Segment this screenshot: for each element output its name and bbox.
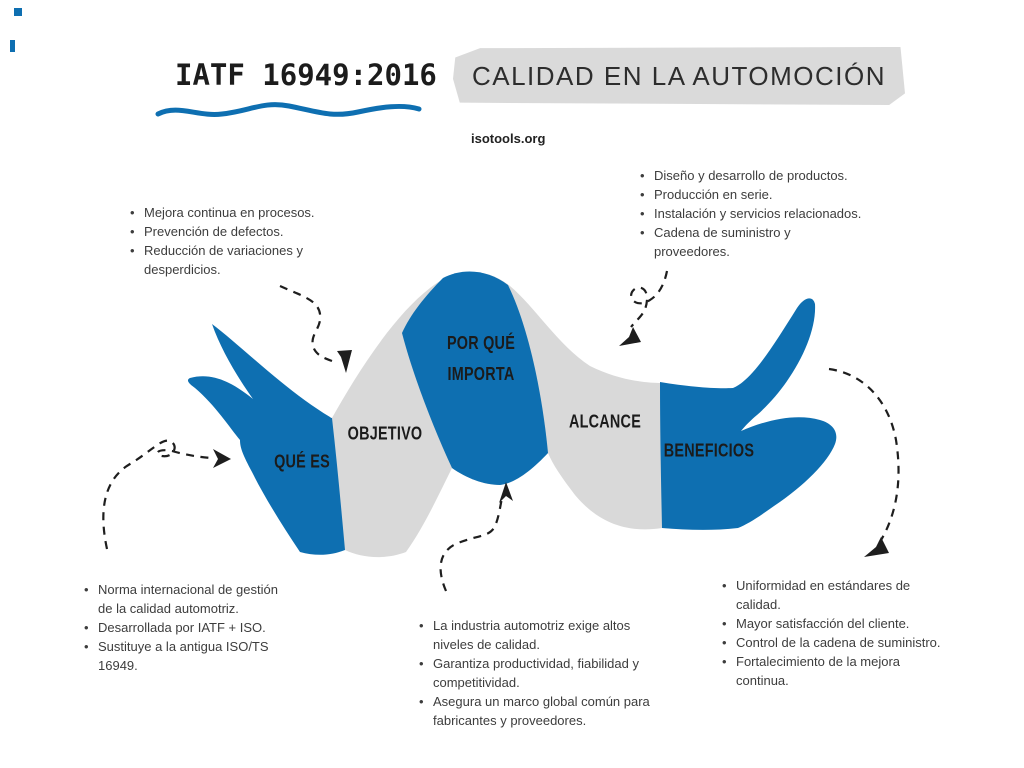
ribbon-label-por-que-importa: POR QUÉ IMPORTA: [446, 333, 516, 384]
corner-mark-icon: [14, 8, 22, 16]
bullet-list-alcance: Diseño y desarrollo de productos. Produc…: [638, 166, 873, 261]
arrowhead-beneficios-icon: [864, 537, 889, 557]
list-item: Sustituye a la antigua ISO/TS 16949.: [82, 637, 312, 675]
list-item: Norma internacional de gestión de la cal…: [82, 580, 312, 618]
ribbon-segment-que-es: [187, 324, 345, 555]
list-item: Cadena de suministro y proveedores.: [638, 223, 873, 261]
arrow-to-que-es: [102, 439, 212, 550]
ribbon-label-objetivo: OBJETIVO: [347, 423, 423, 444]
page-title: IATF 16949:2016: [175, 58, 437, 92]
corner-mark-icon: [10, 40, 15, 52]
arrowhead-alcance-icon: [619, 327, 641, 346]
arrowhead-que-es-icon: [213, 449, 231, 468]
list-item: Control de la cadena de suministro.: [720, 633, 950, 652]
arrow-to-beneficios: [828, 367, 900, 546]
ribbon-label-que-es: QUÉ ES: [274, 451, 330, 472]
list-item: Uniformidad en estándares de calidad.: [720, 576, 950, 614]
subtitle-banner: CALIDAD EN LA AUTOMOCIÓN: [453, 47, 905, 105]
ribbon-label-beneficios: BENEFICIOS: [663, 440, 755, 461]
ribbon-segment-beneficios: [660, 298, 837, 530]
list-item: Garantiza productividad, fiabilidad y co…: [417, 654, 672, 692]
bullet-list-por-que-importa: La industria automotriz exige altos nive…: [417, 616, 672, 730]
website-credit: isotools.org: [471, 131, 546, 146]
list-item: La industria automotriz exige altos nive…: [417, 616, 672, 654]
list-item: Producción en serie.: [638, 185, 873, 204]
arrow-to-alcance: [630, 270, 669, 328]
list-item: Fortalecimiento de la mejora continua.: [720, 652, 950, 690]
bullet-list-objetivo: Mejora continua en procesos. Prevención …: [128, 203, 343, 279]
subtitle-text: CALIDAD EN LA AUTOMOCIÓN: [471, 60, 887, 91]
arrow-to-por-que-importa: [439, 497, 504, 592]
list-item: Diseño y desarrollo de productos.: [638, 166, 873, 185]
list-item: Prevención de defectos.: [128, 222, 343, 241]
list-item: Reducción de variaciones y desperdicios.: [128, 241, 343, 279]
ribbon-label-alcance: ALCANCE: [568, 411, 642, 432]
bullet-list-que-es: Norma internacional de gestión de la cal…: [82, 580, 312, 675]
list-item: Mayor satisfacción del cliente.: [720, 614, 950, 633]
arrow-to-objetivo: [279, 284, 338, 365]
list-item: Mejora continua en procesos.: [128, 203, 343, 222]
arrowhead-objetivo-icon: [337, 350, 352, 373]
arrowhead-por-que-icon: [499, 482, 513, 503]
list-item: Asegura un marco global común para fabri…: [417, 692, 672, 730]
list-item: Instalación y servicios relacionados.: [638, 204, 873, 223]
ribbon-segment-por-que-importa: [402, 271, 548, 485]
title-underline-wave: [155, 102, 422, 117]
list-item: Desarrollada por IATF + ISO.: [82, 618, 312, 637]
bullet-list-beneficios: Uniformidad en estándares de calidad. Ma…: [720, 576, 950, 690]
